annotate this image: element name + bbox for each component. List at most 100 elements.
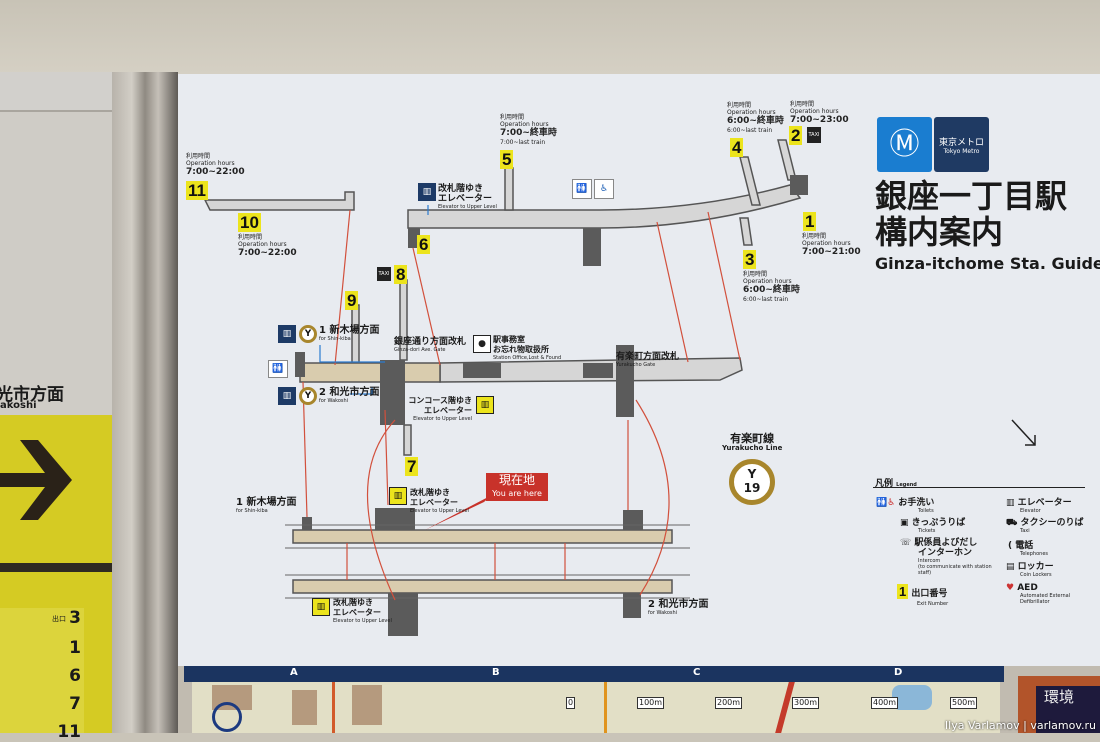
elevator-icon: ▥ — [1006, 498, 1015, 508]
distance-label: 100m — [637, 697, 665, 709]
metal-frame — [112, 72, 178, 733]
exit-4-badge: 4 — [730, 138, 744, 157]
you-are-here-pointer — [425, 495, 492, 530]
stair-exit-3 — [739, 217, 753, 246]
concourse-gate-area — [299, 362, 441, 383]
toilet-icon: 🚻 — [572, 179, 592, 199]
environment-poster: 環境 — [1018, 676, 1100, 733]
column-label: C — [693, 667, 701, 678]
distance-label: 300m — [792, 697, 820, 709]
exit-9-badge: 9 — [345, 291, 359, 310]
elevator-icon: ▥ — [389, 487, 407, 505]
left-sign-direction: 光市方面 — [0, 385, 64, 405]
stair-exit-4 — [739, 156, 761, 206]
yurakucho-line-icon: Y — [299, 387, 317, 405]
exit-num: 1 — [69, 638, 81, 658]
arrow-right-icon — [0, 440, 72, 520]
intercom-icon: ☏ — [900, 538, 912, 548]
station-office-icon: ● — [473, 335, 491, 353]
watermark: Ilya Varlamov | varlamov.ru — [944, 719, 1096, 732]
wall — [0, 0, 1100, 74]
elevator-icon: ▥ — [312, 598, 330, 616]
exit-10-badge: 10 — [238, 213, 261, 232]
exit-2-badge: 2 — [789, 126, 803, 145]
platform-lower — [292, 579, 673, 594]
exit-6-badge: 6 — [417, 235, 431, 254]
distance-label: 0 — [566, 697, 576, 709]
elevator-icon: ▥ — [476, 396, 494, 414]
tokyo-metro-logo-icon: Ⓜ — [877, 117, 932, 172]
legend-divider — [873, 487, 1085, 488]
page-title-en: Ginza-itchome Sta. Guide — [875, 254, 1100, 273]
locker-icon: ▤ — [1006, 562, 1015, 572]
exit-label: 出口 — [52, 615, 66, 623]
platform-upper — [292, 529, 673, 544]
stair-exit-5 — [504, 167, 514, 211]
north-arrow-icon — [1011, 419, 1036, 446]
subway-entrance-icon — [212, 702, 242, 732]
yurakucho-line-icon: Y — [299, 325, 317, 343]
toilet-icon: 🚻 — [268, 360, 288, 378]
column-label: A — [290, 667, 298, 678]
area-map-header — [184, 666, 1004, 682]
legend-title: 凡例 Legend — [875, 479, 917, 489]
aed-icon: ♥ — [1006, 583, 1015, 593]
divider — [0, 563, 112, 572]
column-label: D — [894, 667, 903, 678]
distance-label: 200m — [715, 697, 743, 709]
exit-num: 6 — [69, 666, 81, 686]
ticket-icon: ▣ — [900, 518, 909, 528]
elevator-icon: ▥ — [418, 183, 436, 201]
distance-label: 400m — [871, 697, 899, 709]
taxi-icon: TAXI — [377, 267, 391, 281]
stair-exit-7 — [403, 424, 412, 456]
elevator-icon: ▥ — [278, 387, 296, 405]
page-title: 銀座一丁目駅構内案内 — [875, 177, 1068, 251]
taxi-icon: ⛟ — [1006, 518, 1018, 528]
exit-3-badge: 3 — [743, 250, 757, 269]
toilet-icon: 🚻♿ — [876, 498, 896, 508]
corridor-north — [407, 184, 802, 229]
corridor-exit-10-11 — [203, 191, 355, 211]
taxi-icon: TAXI — [807, 127, 821, 143]
area-map — [192, 682, 1000, 733]
exit-5-badge: 5 — [500, 150, 514, 169]
telephone-icon: ( — [1008, 541, 1013, 551]
exit-1-badge: 1 — [803, 212, 817, 231]
exit-8-badge: 8 — [394, 265, 408, 284]
exit-number-icon: 1 — [897, 584, 909, 599]
exit-11-badge: 11 — [186, 181, 208, 200]
elevator-icon: ▥ — [278, 325, 296, 343]
exit-num: 7 — [69, 694, 81, 714]
